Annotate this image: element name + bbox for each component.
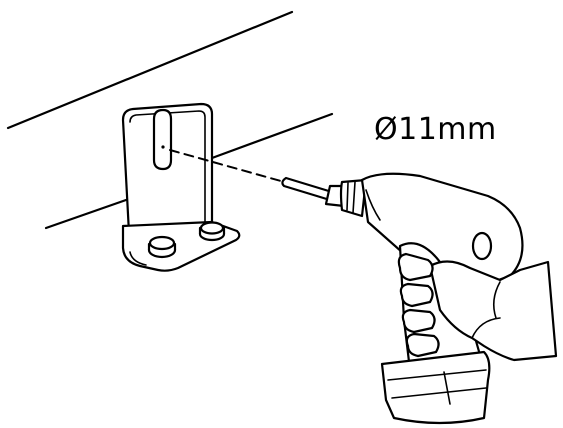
- drill-switch-knob: [471, 231, 493, 261]
- bolt-right: [198, 221, 226, 242]
- drill-bit: [281, 176, 346, 208]
- bolt-left: [147, 235, 177, 259]
- hole-diameter-label: Ø11mm: [374, 112, 497, 147]
- drill-mark: [161, 145, 165, 149]
- drill-axis-dashed-line: [169, 149, 289, 184]
- hand: [397, 252, 558, 362]
- wall-edge-lines: [6, 10, 334, 230]
- mounting-bracket: [121, 102, 241, 272]
